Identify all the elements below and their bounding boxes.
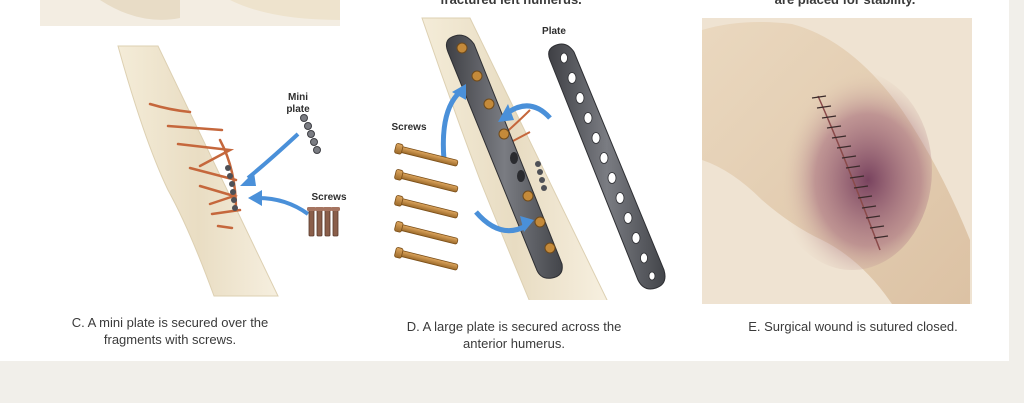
panel-c-illustration <box>117 45 340 297</box>
arrow-plate-to-bone <box>246 132 300 180</box>
fracture-lines <box>148 102 242 230</box>
panel-c: Mini plate Screws <box>40 0 347 361</box>
panel-d: Plate Screws <box>380 0 680 361</box>
previous-caption-left: fractured left humerus. <box>436 0 586 8</box>
label-plate: Plate <box>542 26 566 37</box>
label-screws-c: Screws <box>311 192 347 203</box>
arrow-screws-down <box>474 210 528 234</box>
previous-image-left-art <box>40 0 340 26</box>
small-screws <box>308 209 339 237</box>
screws-d <box>394 143 459 271</box>
mini-plate-icon <box>300 114 321 154</box>
previous-image-left <box>40 0 340 26</box>
label-mini-plate: Mini plate <box>286 92 310 115</box>
plate-installed <box>445 34 563 279</box>
caption-d: D. A large plate is secured across the a… <box>406 319 622 351</box>
mini-plate-installed <box>225 165 238 211</box>
panel-e <box>702 0 972 361</box>
plate-icon <box>548 43 666 290</box>
panel-e-illustration <box>702 18 972 304</box>
illustration-card: fractured left humerus. are placed for s… <box>0 0 1009 361</box>
arrow-screws-to-bone <box>257 196 310 216</box>
label-screws-d: Screws <box>391 122 427 133</box>
previous-caption-right: are placed for stability. <box>760 0 930 8</box>
mini-plate-installed-d <box>535 161 547 191</box>
sutures <box>811 95 889 239</box>
caption-c: C. A mini plate is secured over the frag… <box>71 315 269 347</box>
arrow-screws-up <box>440 90 462 161</box>
panel-d-illustration <box>394 17 666 300</box>
page-scroll-area[interactable] <box>1009 0 1024 403</box>
caption-e: E. Surgical wound is sutured closed. <box>748 319 958 334</box>
bruising <box>772 70 932 270</box>
